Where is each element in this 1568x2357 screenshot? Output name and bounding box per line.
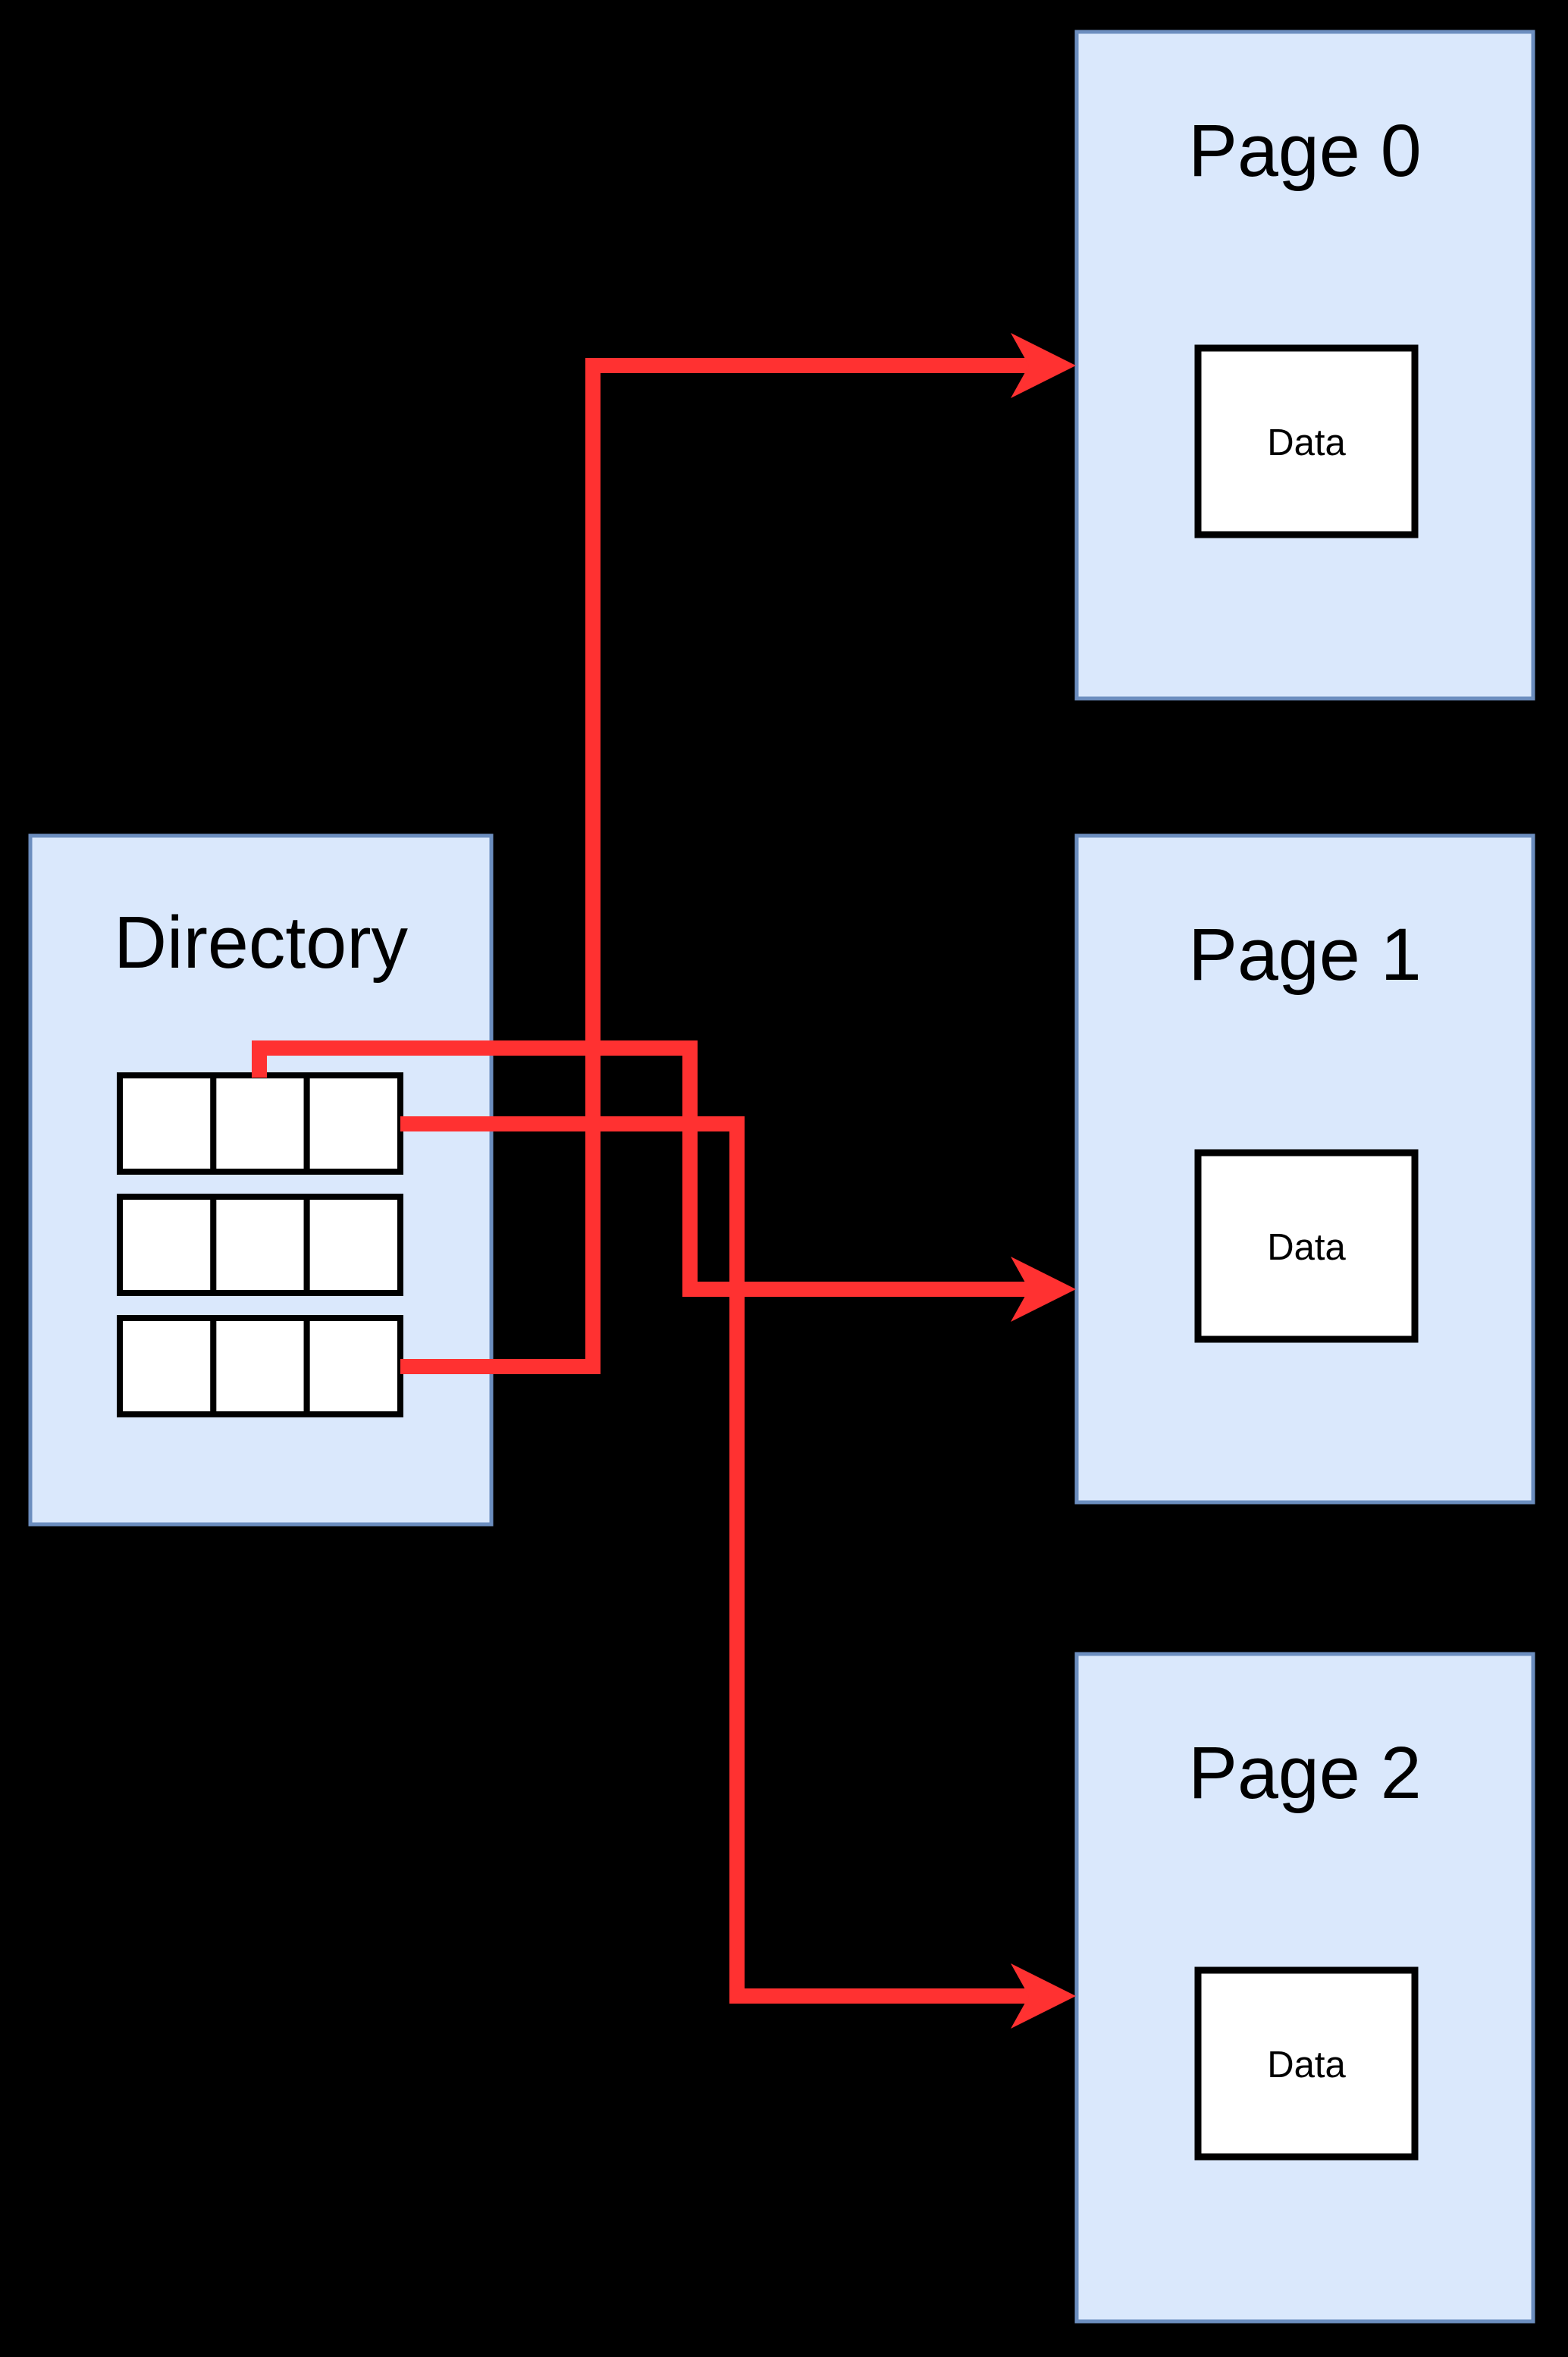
directory-box: Directory: [28, 833, 494, 1527]
directory-cell-row3-col1: [117, 1315, 217, 1417]
arrow-directory-to-page0: [400, 333, 1076, 1374]
directory-cell-row1-col2: [210, 1072, 310, 1175]
arrow-to-page0-head-icon: [1011, 333, 1076, 398]
page-0-data-box: [1194, 344, 1419, 538]
arrow-to-page1-line: [252, 1040, 1029, 1297]
directory-cell-row2-col3: [303, 1194, 403, 1296]
directory-title: Directory: [114, 901, 409, 984]
arrow-to-page2-line: [400, 1116, 1029, 2004]
directory-cell-row1-col3: [303, 1072, 403, 1175]
page-1-box: Page 1 Data: [1074, 833, 1535, 1505]
directory-cell-row3-col2: [210, 1315, 310, 1417]
directory-grid: [117, 1072, 403, 1417]
directory-cell-row3-col3: [303, 1315, 403, 1417]
arrow-directory-to-page2: [400, 1116, 1076, 2029]
page-0-data-label: Data: [1267, 422, 1346, 463]
page-1-data-label: Data: [1267, 1227, 1346, 1268]
arrow-directory-to-page1: [252, 1040, 1076, 1322]
arrow-to-page1-head-icon: [1011, 1257, 1076, 1322]
directory-cell-row2-col2: [210, 1194, 310, 1296]
page-1-title: Page 1: [1188, 913, 1421, 996]
page-2-title: Page 2: [1188, 1731, 1421, 1814]
page-2-data-box: [1194, 1966, 1419, 2161]
arrow-to-page2-head-icon: [1011, 1963, 1076, 2029]
arrow-to-page0-line: [400, 358, 1029, 1374]
directory-cell-row1-col1: [117, 1072, 217, 1175]
page-0-box: Page 0 Data: [1074, 30, 1535, 701]
page-2-box: Page 2 Data: [1074, 1652, 1535, 2324]
page-2-data-label: Data: [1267, 2045, 1346, 2086]
page-1-data-box: [1194, 1149, 1419, 1343]
directory-cell-row2-col1: [117, 1194, 217, 1296]
page-0-title: Page 0: [1188, 109, 1421, 192]
